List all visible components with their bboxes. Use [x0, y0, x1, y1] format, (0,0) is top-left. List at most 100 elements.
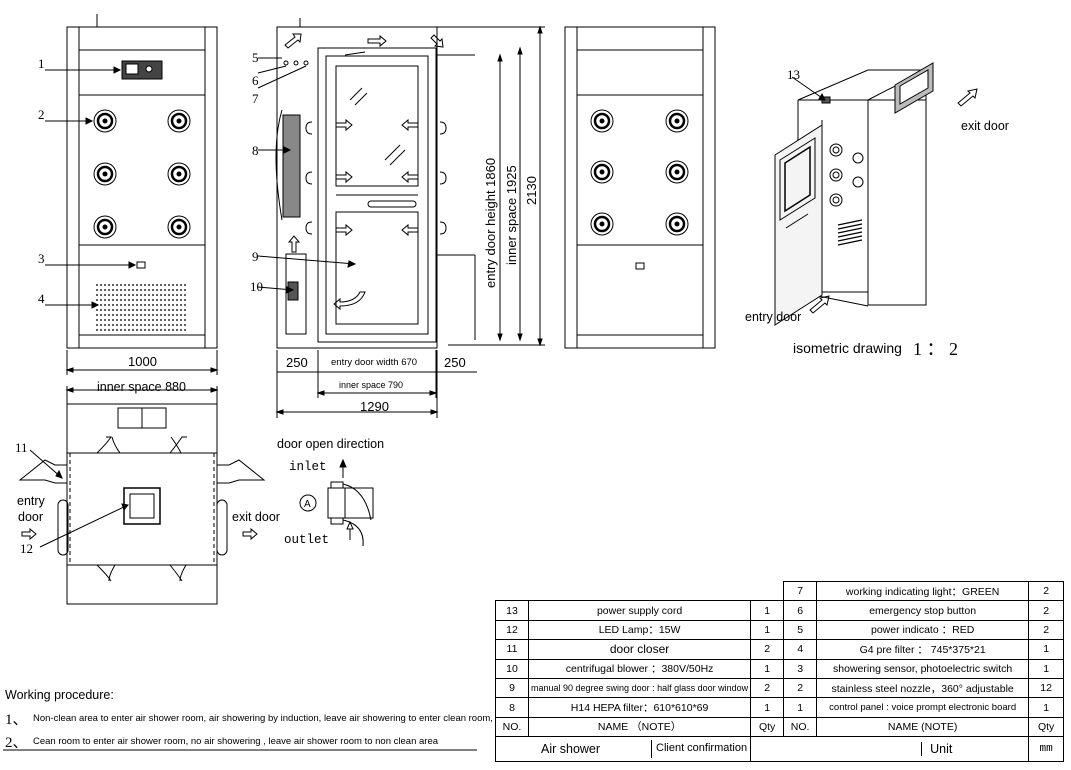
bom-cell: G4 pre filter ： 745*375*21 — [816, 639, 1030, 660]
procedure-step-1: 1、 Non-clean area to enter air shower ro… — [5, 708, 493, 729]
title-block-row: Air shower Client confirmation Unit mm — [494, 736, 1065, 763]
bom-cell: working indicating light：GREEN — [816, 580, 1030, 602]
bom-cell: 11 — [495, 639, 529, 660]
table-row: 13 power supply cord 1 6 emergency stop … — [495, 600, 1065, 621]
bom-cell: 1 — [750, 600, 785, 621]
circle-a-label: A — [304, 499, 311, 510]
plan-exit-label: exit door — [232, 510, 280, 524]
client-confirmation-label: Client confirmation — [651, 740, 747, 759]
bom-cell: 2 — [1028, 580, 1065, 602]
inlet-label: inlet — [289, 460, 327, 474]
callout-6: 6 — [252, 73, 259, 88]
bom-cell: 12 — [495, 619, 529, 641]
step-number: 1、 — [5, 712, 28, 728]
unit-value: mm — [1028, 736, 1065, 763]
bom-header: NO. — [783, 716, 818, 738]
dim-total-height: 2130 — [524, 176, 539, 205]
dim-front-width: 1000 — [128, 354, 157, 369]
dim-plan-inner: inner space 880 — [97, 380, 186, 394]
front-view — [45, 14, 219, 375]
dim-door-height: entry door height 1860 — [483, 158, 498, 288]
hepa-filter-icon — [282, 114, 301, 218]
bom-header: NO. — [495, 716, 529, 738]
iso-exit-door-label: exit door — [961, 119, 1009, 133]
airflow-arrow-icon — [284, 33, 444, 311]
bom-cell: 1 — [1028, 639, 1065, 660]
side-nozzle-icon — [305, 121, 447, 235]
exit-plan-arrow-icon — [242, 527, 258, 541]
bom-cell: centrifugal blower ：380V/50Hz — [527, 658, 752, 679]
bom-cell: LED Lamp：15W — [527, 619, 752, 641]
bom-cell: 4 — [783, 639, 818, 660]
plan-view — [18, 386, 266, 605]
side-view — [257, 18, 545, 418]
bom-cell: power supply cord — [527, 600, 752, 621]
bom-cell: 2 — [750, 639, 785, 660]
door-direction-detail — [299, 458, 374, 547]
bom-cell: power indicato ：RED — [816, 619, 1030, 641]
dim-inner-height: inner space 1925 — [504, 165, 519, 265]
dim-door-width: entry door width 670 — [331, 357, 417, 368]
title-product-cell: Air shower Client confirmation — [494, 736, 752, 763]
bom-cell: manual 90 degree swing door : half glass… — [527, 677, 752, 699]
bom-cell: 3 — [783, 658, 818, 679]
callout-9: 9 — [252, 249, 259, 264]
callout-10: 10 — [250, 279, 263, 294]
table-header-row: NO. NAME （NOTE） Qty NO. NAME (NOTE) Qty — [495, 716, 1065, 738]
table-row: 9 manual 90 degree swing door : half gla… — [495, 677, 1065, 699]
table-row: 12 LED Lamp：15W 1 5 power indicato ：RED … — [495, 619, 1065, 641]
bom-cell: showering sensor, photoelectric switch — [816, 658, 1030, 679]
procedure-step-2: 2、 Cean room to enter air shower room, n… — [5, 731, 438, 752]
step-number: 2、 — [5, 735, 28, 751]
unit-label: Unit — [921, 742, 953, 757]
bom-cell: 12 — [1028, 677, 1065, 699]
bom-cell: H14 HEPA filter：610*610*69 — [527, 697, 752, 718]
bom-cell: 2 — [750, 677, 785, 699]
outlet-label: outlet — [284, 533, 329, 547]
exit-arrow-icon — [957, 88, 978, 107]
bom-cell: 1 — [1028, 658, 1065, 679]
callout-11: 11 — [15, 440, 28, 455]
product-name: Air shower — [541, 742, 601, 757]
bom-cell: door closer — [527, 639, 752, 660]
bom-header: Qty — [750, 716, 785, 738]
bom-cell: 6 — [783, 600, 818, 621]
grille-icon — [96, 284, 188, 331]
bom-cell: 1 — [750, 658, 785, 679]
plan-entry-label-2: door — [18, 510, 43, 524]
callout-12: 12 — [20, 541, 33, 556]
bom-cell: 9 — [495, 677, 529, 699]
bom-cell: 1 — [750, 619, 785, 641]
table-row: 8 H14 HEPA filter：610*610*69 1 1 control… — [495, 697, 1065, 718]
iso-entry-door-label: entry door — [745, 310, 801, 324]
bom-cell: 1 — [1028, 697, 1065, 718]
callout-4: 4 — [38, 291, 45, 306]
nozzle-icon — [93, 109, 191, 239]
bom-cell: 7 — [783, 580, 818, 602]
procedure-heading: Working procedure: — [5, 688, 114, 702]
bom-cell: 1 — [750, 697, 785, 718]
callout-3: 3 — [38, 251, 45, 266]
bom-header: NAME (NOTE) — [816, 716, 1030, 738]
bom-cell: control panel : voice prompt electronic … — [816, 697, 1030, 718]
dim-side-right: 250 — [444, 355, 466, 370]
step-text: Non-clean area to enter air shower room,… — [33, 713, 493, 724]
bom-header: Qty — [1028, 716, 1065, 738]
callout-8: 8 — [252, 143, 259, 158]
bom-cell: emergency stop button — [816, 600, 1030, 621]
bom-cell: 8 — [495, 697, 529, 718]
callout-5: 5 — [252, 50, 259, 65]
step-text: Cean room to enter air shower room, no a… — [33, 736, 439, 747]
callout-1: 1 — [38, 56, 45, 71]
bom-cell: 2 — [1028, 600, 1065, 621]
bom-cell: stainless steel nozzle，360° adjustable — [816, 677, 1030, 699]
sensor-icon — [136, 261, 146, 269]
bom-cell: 5 — [783, 619, 818, 641]
bom-cell: 2 — [1028, 619, 1065, 641]
bom-cell: 13 — [495, 600, 529, 621]
door-open-direction-title: door open direction — [277, 437, 384, 451]
table-row: 10 centrifugal blower ：380V/50Hz 1 3 sho… — [495, 658, 1065, 679]
entry-plan-arrow-icon — [21, 527, 37, 541]
bom-cell: 1 — [783, 697, 818, 718]
